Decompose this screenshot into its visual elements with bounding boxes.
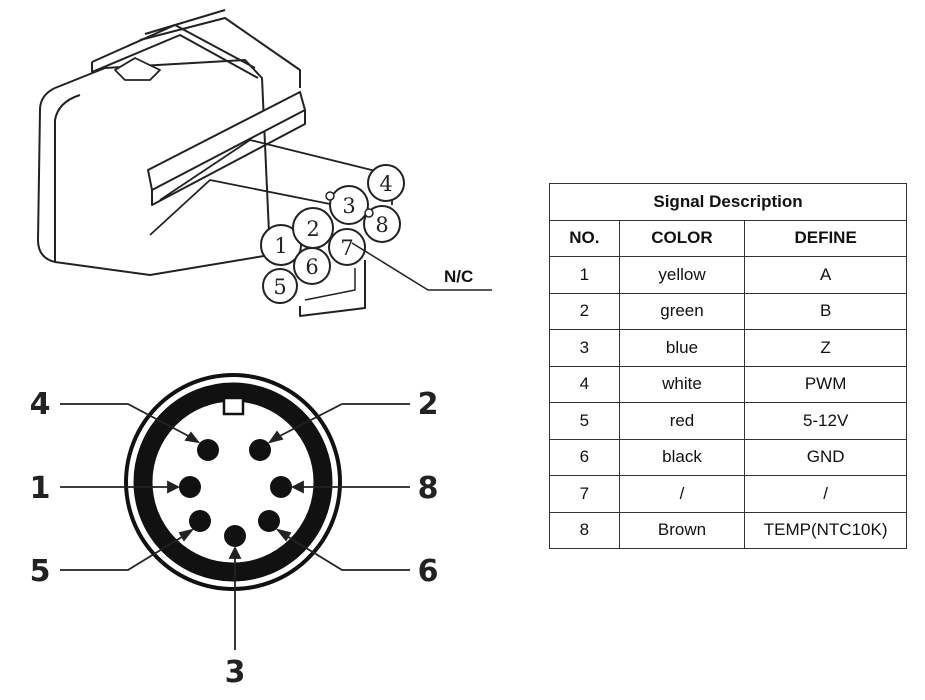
- column-header-no: NO.: [549, 219, 620, 257]
- pin-face-3: [329, 185, 369, 225]
- cell-define: Z: [744, 329, 907, 367]
- callout-3: 3: [225, 655, 246, 690]
- cell-no: 6: [549, 438, 620, 476]
- table-row: 3 blue Z: [549, 329, 907, 367]
- front-pin-4: [197, 439, 219, 461]
- cell-color: green: [618, 292, 746, 330]
- inner-ring: [133, 382, 333, 582]
- pin-number-5: 5: [273, 275, 286, 299]
- column-header-color: COLOR: [618, 219, 746, 257]
- table-title: Signal Description: [549, 183, 907, 221]
- keyway-notch: [222, 396, 245, 416]
- table-row: 2 green B: [549, 292, 907, 330]
- table-row: 5 red 5-12V: [549, 402, 907, 440]
- cell-color: Brown: [618, 511, 746, 549]
- pin-number-8: 8: [375, 213, 388, 237]
- callout-6: 6: [418, 554, 439, 589]
- pin-number-4: 4: [379, 172, 392, 196]
- nc-label: N/C: [444, 267, 473, 286]
- pin-face-5: [262, 268, 298, 304]
- connector-isometric-drawing: [37, 9, 393, 317]
- front-pin-5: [189, 510, 211, 532]
- callout-2: 2: [418, 387, 439, 422]
- cell-color: blue: [618, 329, 746, 367]
- cell-define: /: [744, 475, 907, 513]
- column-header-define: DEFINE: [744, 219, 907, 257]
- cell-define: TEMP(NTC10K): [744, 511, 907, 549]
- pin-number-3: 3: [342, 194, 355, 218]
- callout-5: 5: [30, 554, 51, 589]
- front-pin-6: [258, 510, 280, 532]
- cell-no: 7: [549, 475, 620, 513]
- pin-number-6: 6: [305, 255, 318, 279]
- front-pin-1: [179, 476, 201, 498]
- cell-define: 5-12V: [744, 402, 907, 440]
- pin-number-2: 2: [306, 217, 319, 241]
- front-pin-3: [224, 525, 246, 547]
- cell-define: A: [744, 256, 907, 294]
- front-pin-2: [249, 439, 271, 461]
- pin-number-1: 1: [274, 234, 287, 258]
- pin-face-6: [293, 247, 331, 285]
- table-row: 1 yellow A: [549, 256, 907, 294]
- cell-color: red: [618, 402, 746, 440]
- connector-pin-faces: [260, 164, 405, 304]
- connector-front-view: 4 2 1 8 5 6 3: [30, 373, 439, 690]
- connector-pin-numbers: 1 2 3 4 5 6 7 8: [273, 172, 392, 299]
- cell-no: 4: [549, 365, 620, 403]
- cell-no: 2: [549, 292, 620, 330]
- cell-no: 1: [549, 256, 620, 294]
- cell-define: B: [744, 292, 907, 330]
- pin-face-4: [367, 164, 405, 202]
- front-pin-8: [270, 476, 292, 498]
- cell-no: 8: [549, 511, 620, 549]
- pin-number-7: 7: [340, 236, 353, 260]
- table-row: 6 black GND: [549, 438, 907, 476]
- cell-color: /: [618, 475, 746, 513]
- callout-8: 8: [418, 471, 439, 506]
- front-callout-lines: [60, 403, 410, 650]
- cell-define: PWM: [744, 365, 907, 403]
- cell-no: 5: [549, 402, 620, 440]
- cell-color: white: [618, 365, 746, 403]
- table-row: 4 white PWM: [549, 365, 907, 403]
- table-row: 8 Brown TEMP(NTC10K): [549, 511, 907, 549]
- cell-color: black: [618, 438, 746, 476]
- pin-face-7: [328, 228, 366, 266]
- cell-color: yellow: [618, 256, 746, 294]
- front-callout-numbers: 4 2 1 8 5 6 3: [30, 387, 439, 690]
- front-pins: [179, 439, 292, 547]
- signal-description-table: Signal Description NO. COLOR DEFINE 1 ye…: [549, 183, 907, 549]
- nc-callout: N/C: [351, 242, 492, 291]
- cell-define: GND: [744, 438, 907, 476]
- callout-4: 4: [30, 387, 51, 422]
- cell-no: 3: [549, 329, 620, 367]
- callout-1: 1: [30, 471, 51, 506]
- table-row: 7 / /: [549, 475, 907, 513]
